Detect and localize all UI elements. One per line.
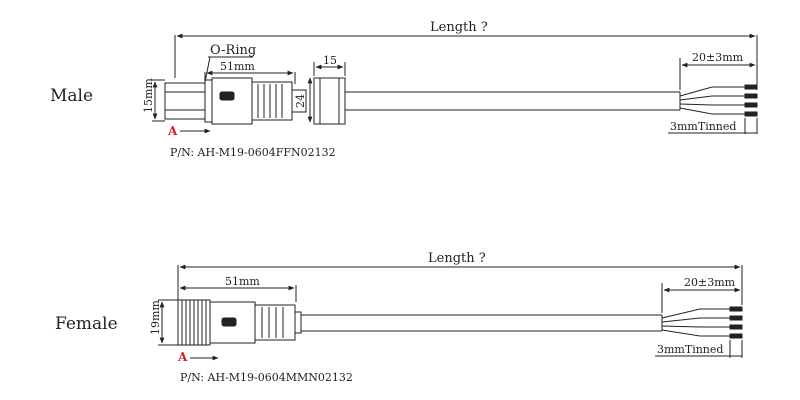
male-tinned-tip — [744, 111, 758, 117]
female-wire-1 — [661, 308, 730, 319]
female-wire-2 — [661, 317, 730, 323]
male-strip-label: 20±3mm — [692, 51, 744, 64]
male-oring-label: O-Ring — [210, 43, 256, 58]
female-marker-a: A — [177, 350, 188, 364]
male-tinned-tip — [744, 84, 758, 90]
male-wire-1 — [679, 86, 745, 97]
female-boot — [294, 311, 302, 334]
female-grip — [254, 304, 296, 341]
female-51-label: 51mm — [225, 275, 260, 288]
male-part-number: P/N: AH-M19-0604FFN02132 — [170, 146, 336, 159]
male-length-label: Length ? — [430, 20, 488, 35]
male-marker-a: A — [167, 124, 178, 138]
female-title: Female — [55, 314, 118, 334]
male-coupling-nut — [211, 77, 253, 125]
male-wire-2 — [679, 95, 745, 101]
female-strip-label: 20±3mm — [684, 276, 736, 289]
male-wire-3 — [679, 103, 745, 106]
male-15-label: 15 — [323, 54, 337, 67]
male-24-label: 24 — [294, 94, 307, 108]
female-assembly: Female Length ? 51mm 19mm — [55, 251, 743, 384]
female-tinned-tip — [729, 324, 743, 330]
male-title: Male — [50, 86, 93, 106]
male-tinned-label: 3mmTinned — [670, 120, 736, 133]
female-tinned-tip — [729, 306, 743, 312]
female-part-number: P/N: AH-M19-0604MMN02132 — [180, 371, 353, 384]
male-plug-front — [164, 82, 206, 120]
male-logo-badge — [219, 91, 235, 101]
male-tinned-tip — [744, 93, 758, 99]
male-tinned-tip — [744, 102, 758, 108]
female-wire-4 — [661, 329, 730, 337]
female-wire-3 — [661, 325, 730, 328]
male-panel-nut — [313, 77, 346, 125]
female-thread-lines — [181, 300, 207, 345]
male-wire-4 — [679, 107, 745, 115]
female-tinned-label: 3mmTinned — [657, 343, 723, 356]
male-dia-label: 15mm — [142, 78, 155, 113]
female-tinned-tip — [729, 333, 743, 339]
female-logo-badge — [221, 317, 237, 327]
male-oring — [204, 79, 213, 123]
male-oring-leader — [204, 56, 211, 83]
male-51-label: 51mm — [220, 60, 255, 73]
female-tinned-tip — [729, 315, 743, 321]
female-length-label: Length ? — [428, 251, 486, 266]
male-boot — [291, 89, 307, 113]
male-assembly: Male Length ? O-Ring 51mm 15 15mm — [50, 20, 758, 159]
female-dia-label: 19mm — [149, 300, 162, 335]
